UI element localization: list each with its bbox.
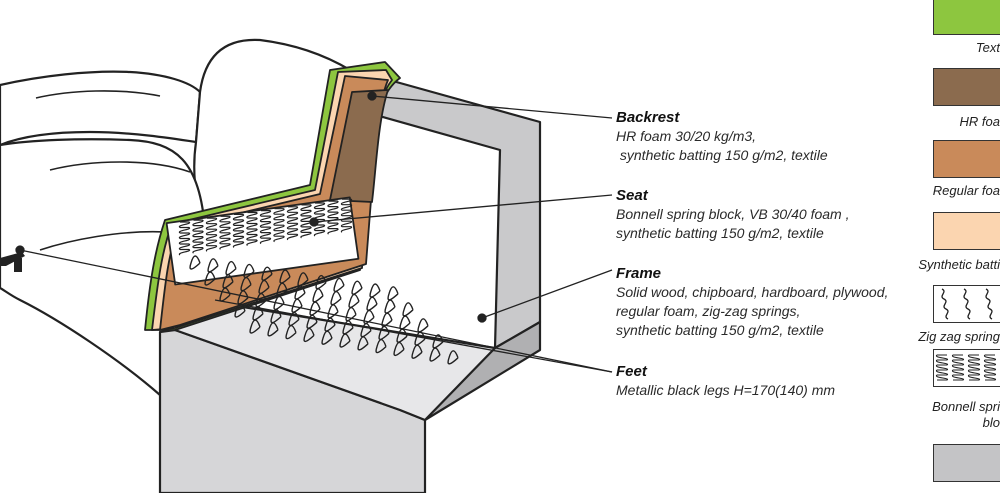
callout-backrest: Backrest HR foam 30/20 kg/m3, synthetic … — [616, 108, 828, 165]
legend-label: HR foa — [959, 114, 1000, 129]
callout-seat-line-1: Bonnell spring block, VB 30/40 foam , — [616, 206, 850, 222]
legend-swatch — [933, 140, 1000, 178]
legend-swatch — [933, 349, 1000, 387]
legend-swatch — [933, 68, 1000, 106]
callout-feet-line-1: Metallic black legs H=170(140) mm — [616, 382, 836, 398]
callout-frame-line-2: regular foam, zig-zag springs, — [616, 303, 801, 319]
seat-spring-coil — [273, 208, 285, 243]
seat-spring-coil — [327, 200, 339, 235]
callout-backrest-title: Backrest — [616, 109, 680, 126]
seat-spring-coil — [205, 217, 218, 252]
callout-frame: Frame Solid wood, chipboard, hardboard, … — [616, 264, 888, 340]
legend-label: Text — [975, 40, 1000, 55]
legend-swatch — [933, 212, 1000, 250]
seat-spring-coil — [340, 198, 353, 233]
callout-seat-title: Seat — [616, 187, 648, 204]
callout-seat-line-2: synthetic batting 150 g/m2, textile — [616, 225, 824, 241]
bonnell-spring-icon — [935, 354, 997, 381]
callout-feet: Feet Metallic black legs H=170(140) mm — [616, 362, 835, 400]
seat-spring-coil — [232, 213, 245, 248]
leader-lines — [15, 91, 613, 373]
legend-swatch — [933, 285, 1000, 323]
zigzag-icon — [941, 288, 993, 320]
seat-spring-coil — [259, 210, 272, 245]
seat-spring-coil — [178, 221, 191, 256]
seat-spring-coil — [300, 204, 312, 239]
seat-spring-coil — [219, 215, 231, 250]
callout-backrest-line-2: synthetic batting 150 g/m2, textile — [616, 147, 828, 163]
callout-frame-line-1: Solid wood, chipboard, hardboard, plywoo… — [616, 284, 889, 300]
callout-seat: Seat Bonnell spring block, VB 30/40 foam… — [616, 186, 849, 243]
legend-label: Regular foa — [932, 183, 1000, 198]
legend-label: Zig zag spring — [918, 329, 1000, 344]
seat-spring-coil — [246, 211, 258, 247]
legend-swatch — [933, 444, 1000, 482]
callout-frame-line-3: synthetic batting 150 g/m2, textile — [616, 322, 824, 338]
legend-label: Synthetic batti — [918, 257, 1000, 272]
seat-spring-coil — [286, 206, 299, 241]
callout-backrest-line-1: HR foam 30/20 kg/m3, — [616, 128, 757, 144]
seat-bonnell-springs — [178, 198, 353, 256]
seat-spring-coil — [192, 219, 204, 254]
callout-frame-title: Frame — [616, 265, 662, 282]
legend-label: Bonnell spri blo — [932, 399, 1000, 430]
legend-swatch — [933, 0, 1000, 35]
sofa-legs — [0, 252, 25, 272]
frame-shell — [158, 76, 542, 493]
callout-feet-title: Feet — [616, 363, 647, 380]
